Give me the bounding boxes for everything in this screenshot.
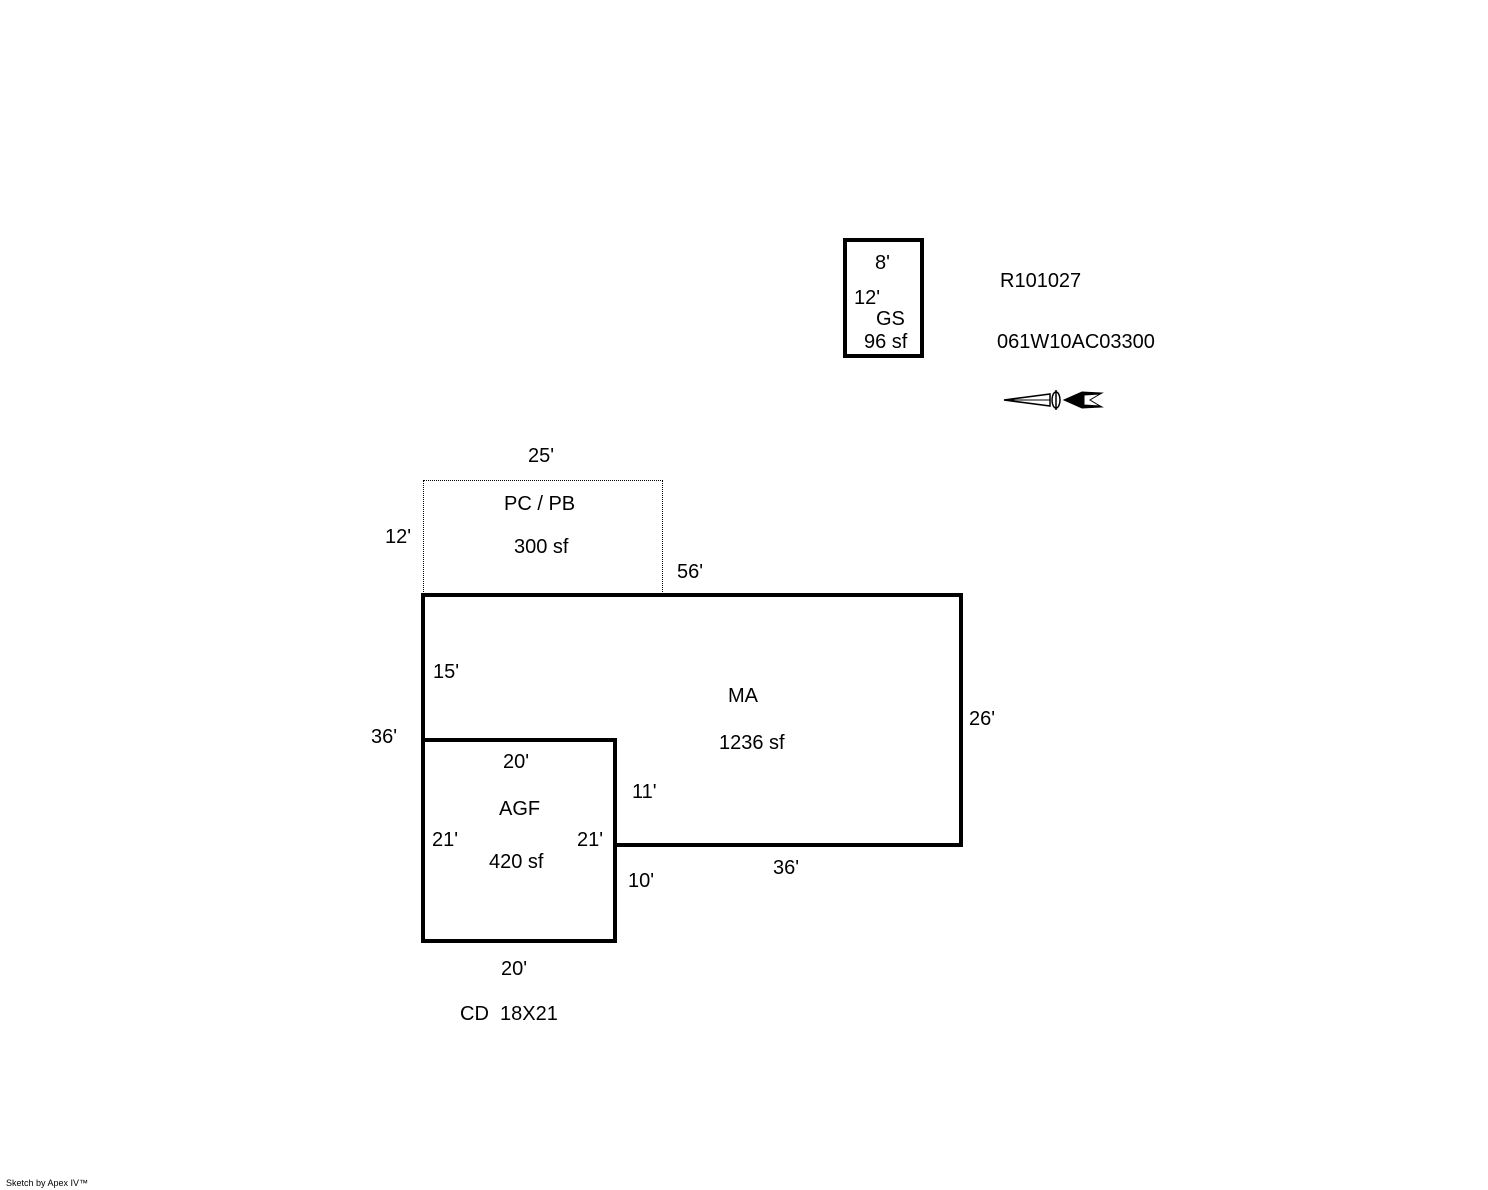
agf-dim-left: 21'	[432, 829, 459, 851]
ma-code: MA	[728, 685, 758, 707]
agf-dim-top: 20'	[503, 751, 530, 773]
sketch-credit: Sketch by Apex IV™	[6, 1178, 89, 1188]
ma-dim-inner-left: 15'	[433, 661, 460, 683]
cd-note: CD 18X21	[460, 1003, 558, 1025]
ma-dim-inner-step: 11'	[632, 781, 657, 803]
pc-pb-area: 300 sf	[514, 536, 569, 558]
agf-area: 420 sf	[489, 851, 544, 873]
parcel-id: R101027	[1000, 270, 1082, 292]
ma-area: 1236 sf	[719, 732, 785, 754]
pc-pb-dim-top: 25'	[528, 445, 555, 467]
north-arrow-icon	[1003, 390, 1104, 410]
ma-dim-bottom: 36'	[773, 857, 800, 879]
gs-dim-top: 8'	[875, 252, 890, 274]
pc-pb-code: PC / PB	[504, 493, 576, 515]
agf-code: AGF	[499, 798, 541, 820]
gs-dim-side: 12'	[854, 287, 881, 309]
gs-area: 96 sf	[864, 331, 908, 353]
gs-code: GS	[876, 308, 905, 330]
agf-outline	[421, 738, 617, 943]
agf-dim-bottom: 20'	[501, 958, 528, 980]
agf-dim-step: 10'	[628, 870, 655, 892]
agf-dim-right: 21'	[577, 829, 604, 851]
gs-outline	[843, 238, 924, 358]
ma-dim-top: 56'	[677, 561, 704, 583]
map-number: 061W10AC03300	[997, 331, 1155, 353]
ma-dim-right: 26'	[969, 708, 996, 730]
pc-pb-dim-side: 12'	[385, 526, 412, 548]
ma-dim-outer-left: 36'	[371, 726, 398, 748]
